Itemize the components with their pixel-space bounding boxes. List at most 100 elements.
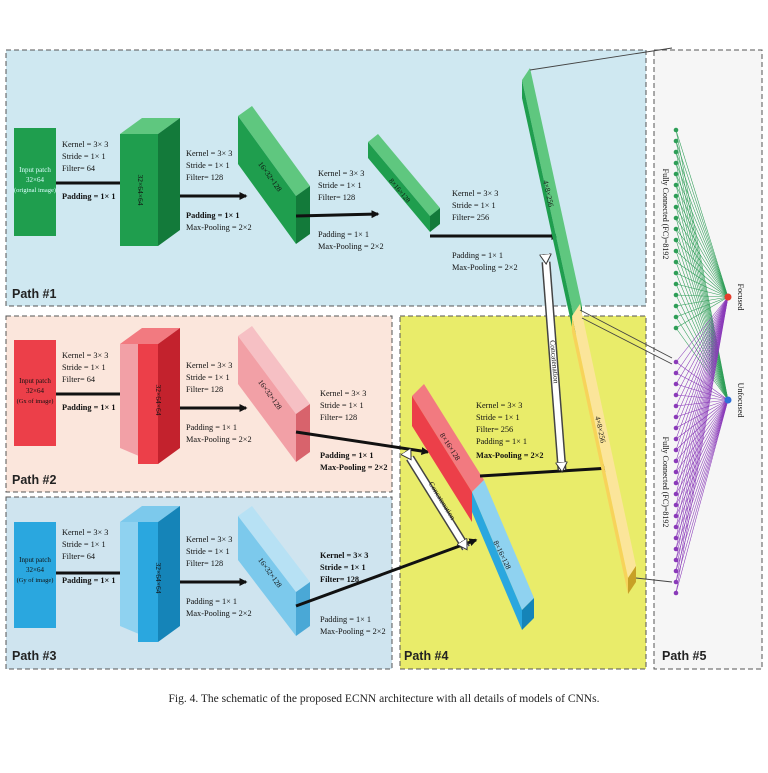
path3-params-2: Kernel = 3× 3 Stride = 1× 1 Filter= 128 … (186, 535, 252, 618)
path2-params-2: Kernel = 3× 3 Stride = 1× 1 Filter= 128 … (186, 361, 252, 444)
fc-edge (675, 272, 729, 298)
fc-node (673, 325, 679, 331)
fc-edge (675, 151, 729, 298)
maxpool-label: Max-Pooling = 2×2 (186, 223, 252, 232)
path1-block-16x32x128: 16×32×128 (238, 106, 310, 244)
fc-edge (675, 261, 729, 401)
fc-edge (675, 129, 729, 401)
fc-edge (675, 296, 729, 539)
fc-edge (675, 162, 729, 298)
filter-label: Filter= 128 (186, 559, 223, 568)
fc-edge (675, 195, 729, 298)
fc-edge (675, 399, 729, 451)
unfocused-label: Unfocused (736, 383, 745, 418)
fc-node (673, 259, 679, 265)
stride-label: Stride = 1× 1 (452, 201, 496, 210)
fc-node (673, 535, 679, 541)
fc-edge (675, 261, 729, 298)
maxpool-label: Max-Pooling = 2×2 (186, 609, 252, 618)
fc-node (673, 502, 679, 508)
fc-edge (675, 296, 729, 363)
fc-edge (675, 173, 729, 401)
block-to-fc-line (579, 309, 673, 359)
kernel-label: Kernel = 3× 3 (476, 401, 522, 410)
unfocused-output-node (724, 396, 732, 404)
fc-node (673, 160, 679, 166)
fc-node (673, 359, 679, 365)
focused-output-node (724, 293, 732, 301)
fc-node (673, 557, 679, 563)
fc-edge (675, 228, 729, 298)
fc-node (673, 127, 679, 133)
fc-edge (675, 296, 729, 329)
fc-edge (675, 296, 729, 528)
fc-edge (675, 399, 729, 440)
fc-node (673, 138, 679, 144)
path3-block-32x64x64: 32×64×64 (120, 506, 180, 642)
padding-label: Padding = 1× 1 (186, 211, 240, 220)
fc-node (673, 469, 679, 475)
path1-params-4: Kernel = 3× 3 Stride = 1× 1 Filter= 256 … (452, 189, 518, 272)
fc-edge (675, 296, 729, 583)
padding-label: Padding = 1× 1 (452, 251, 503, 260)
concatenation-label: Concatenation (548, 340, 561, 384)
fc-edge (675, 250, 729, 401)
fc-edge (675, 239, 729, 298)
path1-label: Path #1 (12, 287, 57, 301)
filter-label: Filter= 128 (186, 173, 223, 182)
stride-label: Stride = 1× 1 (186, 547, 230, 556)
fc-edge (675, 217, 729, 298)
input-label-line2: 32×64 (26, 176, 44, 184)
fc-node (673, 226, 679, 232)
fc-edge (675, 399, 729, 407)
fc-node (673, 491, 679, 497)
fc-edge (675, 195, 729, 401)
fc-edge (675, 399, 729, 484)
filter-label: Filter= 128 (318, 193, 355, 202)
fc-edge (675, 316, 729, 401)
fc-edge (675, 296, 729, 374)
fc-edge (675, 239, 729, 401)
fc-edge (675, 399, 729, 418)
fc-edge (675, 129, 729, 298)
path2-block-16x32x128: 16×32×128 (238, 326, 310, 462)
input-label-line1: Input patch (19, 377, 51, 385)
kernel-label: Kernel = 3× 3 (62, 140, 108, 149)
fc-edge (675, 296, 729, 594)
padding-label: Padding = 1× 1 (62, 576, 116, 585)
fc-edge (675, 296, 729, 462)
fc-node (673, 403, 679, 409)
path3-block-16x32x128: 16×32×128 (238, 506, 310, 636)
kernel-label: Kernel = 3× 3 (318, 169, 364, 178)
stride-label: Stride = 1× 1 (318, 181, 362, 190)
arrow (295, 210, 380, 219)
stride-label: Stride = 1× 1 (62, 152, 106, 161)
figure-caption: Fig. 4. The schematic of the proposed EC… (168, 693, 600, 705)
filter-label: Filter= 256 (452, 213, 489, 222)
stride-label: Stride = 1× 1 (62, 363, 106, 372)
fc-edge (675, 296, 729, 484)
fc-node (673, 568, 679, 574)
path1-params-2: Kernel = 3× 3 Stride = 1× 1 Filter= 128 … (186, 149, 252, 232)
fc-edge (675, 206, 729, 298)
fc-node (673, 149, 679, 155)
fc-edge (675, 296, 729, 495)
input-label-line1: Input patch (19, 556, 51, 564)
filter-label: Filter= 128 (320, 575, 359, 584)
fc-node (673, 392, 679, 398)
filter-label: Filter= 256 (476, 425, 513, 434)
input-label-line1: Input patch (19, 166, 51, 174)
stride-label: Stride = 1× 1 (62, 540, 106, 549)
padding-label: Padding = 1× 1 (320, 451, 374, 460)
fc-connections (675, 129, 729, 594)
block-to-fc-line (529, 47, 673, 71)
path3-input-patch: Input patch 32×64 (Gy of image) (14, 522, 56, 628)
fc-node (673, 215, 679, 221)
fc-edge (675, 296, 729, 440)
fc-node (673, 171, 679, 177)
fc-edge (675, 151, 729, 401)
fc-node (673, 303, 679, 309)
path4-label: Path #4 (404, 649, 449, 663)
fc-node (673, 204, 679, 210)
fc-label-bottom: Fully Connected (FC)=8192 (661, 437, 670, 528)
